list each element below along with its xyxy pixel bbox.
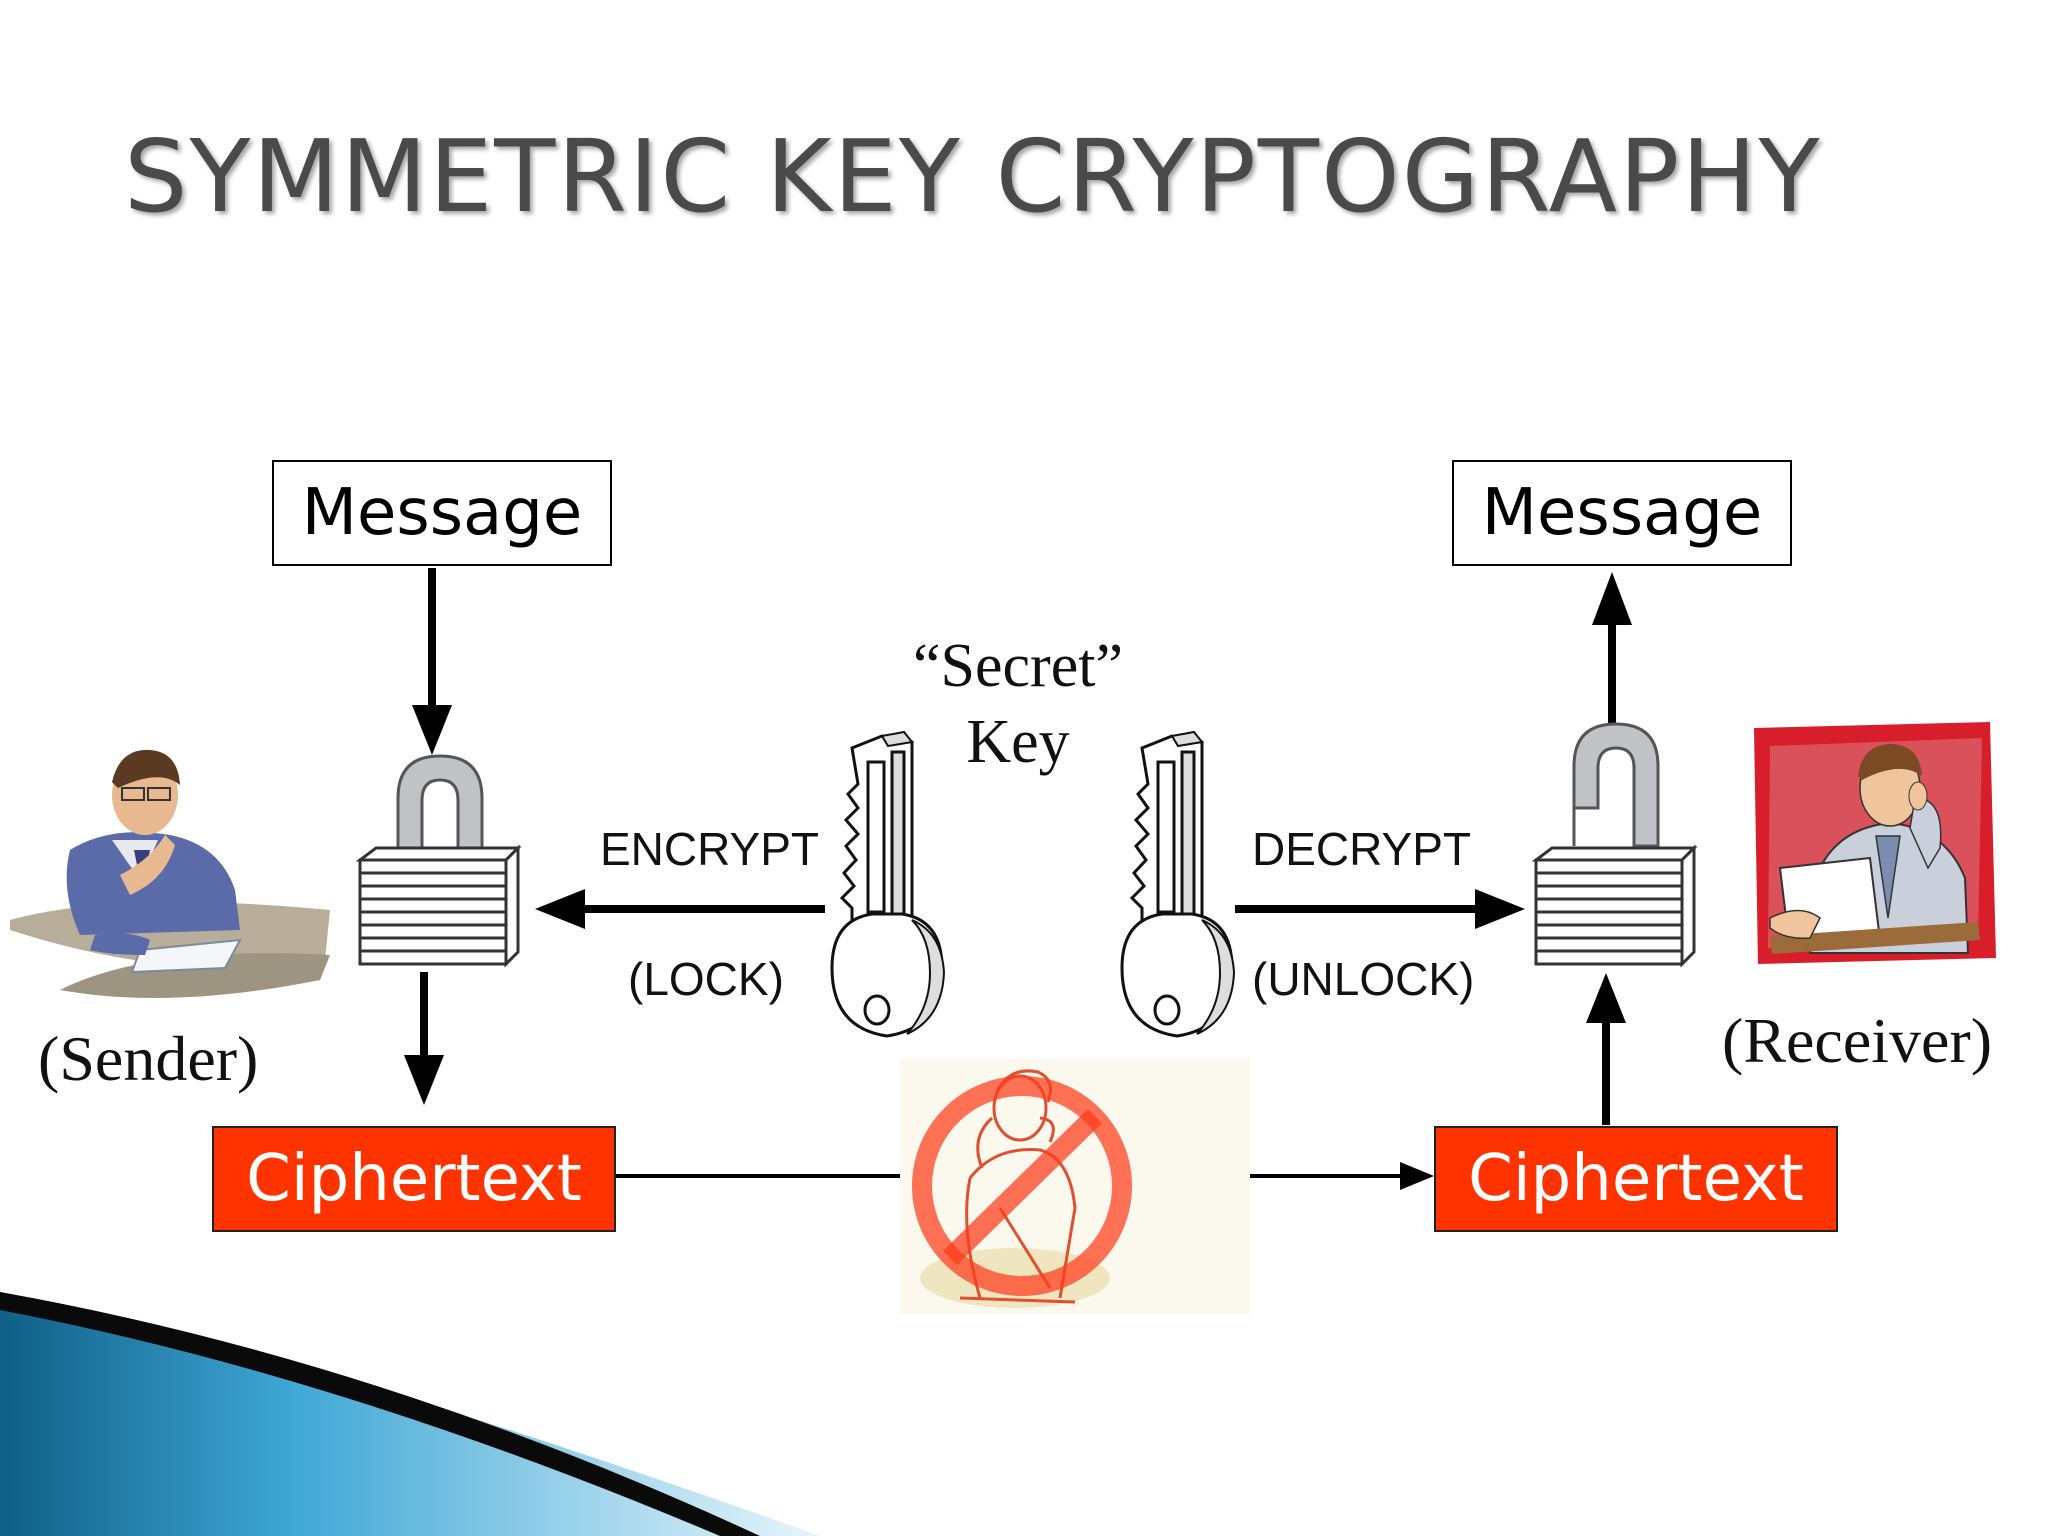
- receiver-ciphertext-label: Ciphertext: [1468, 1142, 1804, 1216]
- unlock-label: (UNLOCK): [1252, 953, 1475, 1005]
- receiver-message-box: Message: [1452, 460, 1792, 566]
- eavesdropper-blocked-icon: [900, 1058, 1250, 1314]
- secret-key-line1: “Secret”: [913, 632, 1123, 700]
- sender-person-icon: [10, 749, 330, 998]
- encrypt-label: ENCRYPT: [600, 823, 819, 875]
- receiver-ciphertext-box: Ciphertext: [1434, 1126, 1838, 1232]
- sender-ciphertext-label: Ciphertext: [246, 1142, 582, 1216]
- decrypt-label: DECRYPT: [1252, 823, 1471, 875]
- secret-key-label: “Secret” Key: [898, 628, 1138, 780]
- sender-ciphertext-box: Ciphertext: [212, 1126, 616, 1232]
- sender-padlock-closed-icon: [356, 754, 522, 968]
- encrypt-key-icon: [830, 730, 946, 1038]
- sender-message-label: Message: [301, 476, 583, 550]
- receiver-padlock-open-icon: [1532, 722, 1698, 968]
- receiver-message-label: Message: [1481, 476, 1763, 550]
- sender-message-box: Message: [272, 460, 612, 566]
- receiver-person-icon: [1754, 722, 1996, 964]
- receiver-role-label: (Receiver): [1722, 1005, 1993, 1076]
- lock-label: (LOCK): [628, 953, 784, 1005]
- slide-title: SYMMETRIC KEY CRYPTOGRAPHY: [124, 118, 1822, 235]
- sender-role-label: (Sender): [38, 1023, 259, 1094]
- secret-key-line2: Key: [966, 708, 1070, 776]
- decrypt-key-icon: [1120, 730, 1236, 1038]
